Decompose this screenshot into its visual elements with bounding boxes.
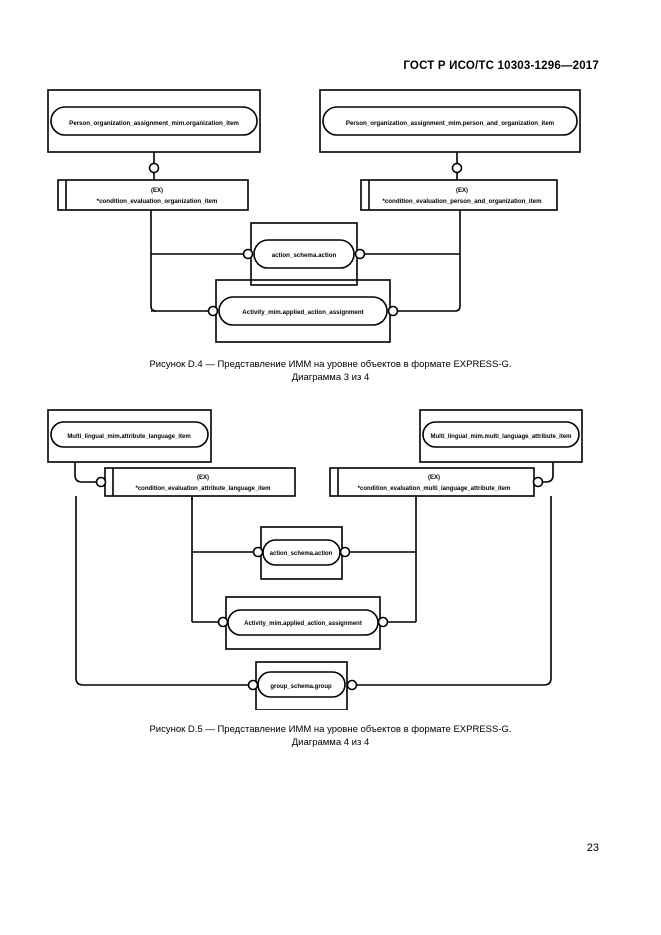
d5-top-right-outer-box — [419, 409, 583, 463]
figure-d4-diagram: Person_organization_assignment_mim.organ… — [0, 85, 661, 345]
d5-outer-left-rail — [75, 496, 248, 686]
d5-outer-right-rail — [357, 496, 552, 686]
d4-route-right-corner-b — [454, 305, 461, 312]
figure-d4-caption: Рисунок D.4 — Представление ИММ на уровн… — [0, 358, 661, 384]
d5-entity1-label: action_schema.action — [270, 551, 333, 557]
d4-connector-left-circle — [148, 162, 160, 174]
d5-port-entity2-right — [377, 616, 389, 628]
d4-right-ex-label: *condition_evaluation_person_and_organiz… — [382, 198, 542, 205]
figure-d5-caption-line2: Диаграмма 4 из 4 — [291, 737, 370, 748]
d4-port-activity-right — [387, 305, 399, 317]
d5-port-entity3-right — [346, 679, 358, 691]
d5-top-left-outer-box — [47, 409, 212, 463]
d5-entity2-label: Activity_mim.applied_action_assignment — [244, 621, 362, 627]
d4-left-ex-tag: (EX) — [151, 188, 163, 194]
page-number: 23 — [586, 842, 599, 854]
d5-top-left-entity-shape — [50, 421, 209, 448]
d4-port-activity-left — [207, 305, 219, 317]
d5-port-entity3-left — [247, 679, 259, 691]
d4-port-action-right — [354, 248, 366, 260]
d4-route-left-corner-b — [150, 305, 157, 312]
d5-top-left-entity-label: Multi_lingual_mim.attribute_language_ite… — [67, 434, 190, 440]
d4-top-right-entity-label: Person_organization_assignment_mim.perso… — [346, 120, 555, 127]
figure-d5-caption-line1: Рисунок D.5 — Представление ИММ на уровн… — [149, 724, 512, 735]
figure-d5-diagram: Multi_lingual_mim.attribute_language_ite… — [0, 405, 661, 710]
d4-left-ex-label: *condition_evaluation_organization_item — [97, 198, 218, 205]
d4-middle-entity-shape — [253, 239, 355, 269]
d5-right-ex-tag: (EX) — [428, 475, 440, 481]
d4-top-right-outer-box — [319, 89, 581, 153]
d4-top-right-entity-shape — [322, 106, 578, 136]
d4-middle-entity-label: action_schema.action — [272, 252, 337, 259]
d4-bottom-entity-label: Activity_mim.applied_action_assignment — [242, 309, 363, 316]
figure-d4-caption-line1: Рисунок D.4 — Представление ИММ на уровн… — [149, 359, 512, 370]
d5-port-entity1-right — [339, 546, 351, 558]
d5-port-entity1-left — [252, 546, 264, 558]
figure-d5-caption: Рисунок D.5 — Представление ИММ на уровн… — [0, 723, 661, 749]
document-header-standard-number: ГОСТ Р ИСО/ТС 10303-1296—2017 — [403, 60, 599, 72]
d5-left-ex-tag: (EX) — [197, 475, 209, 481]
d5-port-entity2-left — [217, 616, 229, 628]
figure-d4-caption-line2: Диаграмма 3 из 4 — [291, 372, 370, 383]
d5-port-right-ex — [532, 476, 544, 488]
d4-top-left-entity-shape — [50, 106, 258, 136]
d4-right-ex-tag: (EX) — [456, 188, 468, 194]
d5-connector-right-elbow — [543, 462, 554, 483]
d5-top-right-entity-shape — [422, 421, 580, 448]
d4-port-action-left — [242, 248, 254, 260]
d4-left-ex-box — [57, 179, 249, 211]
d4-connector-right-circle — [451, 162, 463, 174]
d4-right-ex-box — [360, 179, 558, 211]
d5-left-ex-label: *condition_evaluation_attribute_language… — [135, 486, 270, 492]
d4-bottom-entity-shape — [218, 296, 388, 326]
d5-port-left-ex — [95, 476, 107, 488]
d4-top-left-entity-label: Person_organization_assignment_mim.organ… — [69, 120, 239, 127]
d5-top-right-entity-label: Multi_lingual_mim.multi_language_attribu… — [430, 434, 571, 440]
d5-right-ex-label: *condition_evaluation_multi_language_att… — [358, 486, 511, 492]
d5-entity3-label: group_schema.group — [270, 684, 332, 690]
d5-connector-left-elbow — [74, 462, 96, 483]
